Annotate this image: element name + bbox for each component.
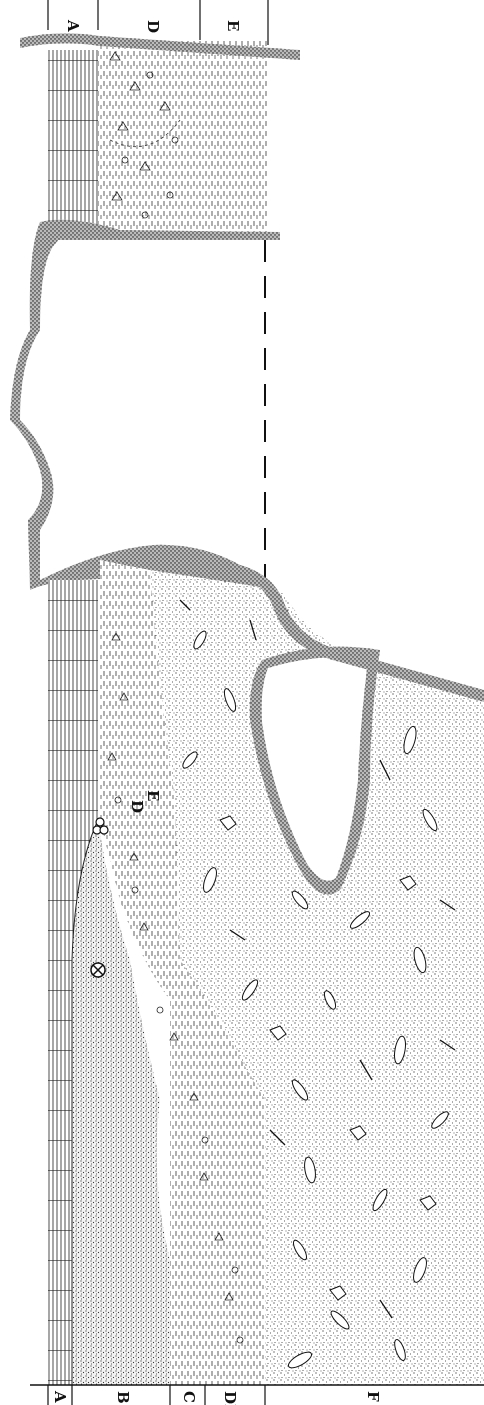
bottom-label-b: B: [114, 1391, 132, 1404]
layer-a-upper: [48, 50, 98, 235]
inline-label-e: E: [144, 790, 162, 801]
top-label-a: A: [64, 19, 82, 32]
bottom-label-de: DE: [221, 1391, 239, 1405]
layer-de-upper: [98, 40, 268, 235]
upper-block: [20, 33, 300, 235]
bottom-label-c: C: [180, 1391, 198, 1403]
upper-cavity: [10, 220, 280, 595]
lower-section: D E: [48, 560, 484, 1385]
inline-label-d: D: [128, 800, 146, 813]
bottom-scale: A B C DE F: [30, 1385, 484, 1405]
upper-cavity-void: [22, 240, 280, 590]
bottom-label-a: A: [51, 1390, 69, 1403]
bottom-label-f: F: [364, 1391, 382, 1402]
top-label-d: D: [144, 20, 162, 33]
top-label-e: E: [224, 20, 242, 31]
